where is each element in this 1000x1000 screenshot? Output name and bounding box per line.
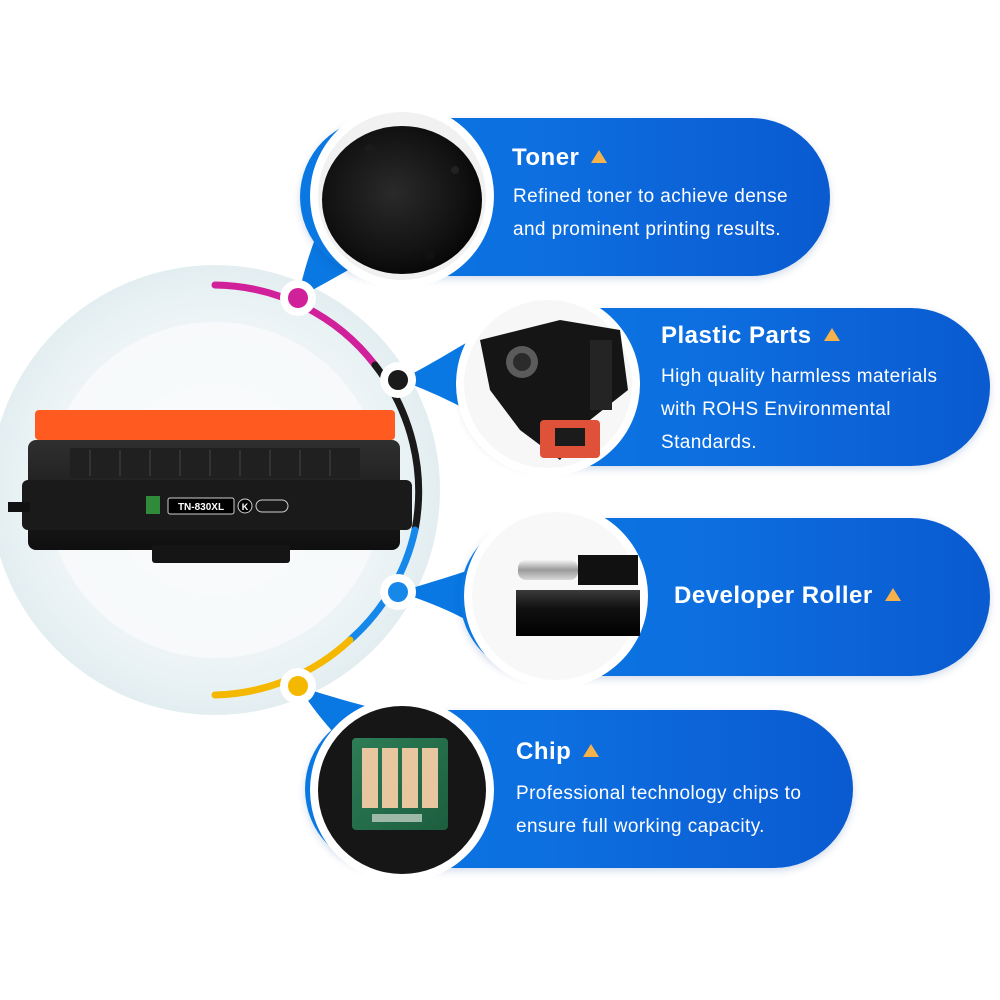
feature-card-chip: Chip Professional technology chips to en… bbox=[305, 710, 853, 868]
feature-card-developer-roller: Developer Roller bbox=[460, 518, 990, 676]
inner-halo-circle bbox=[47, 322, 383, 658]
feature-desc-line: Refined toner to achieve dense bbox=[513, 186, 789, 207]
triangle-icon bbox=[591, 150, 608, 164]
feature-title-chip: Chip bbox=[516, 738, 600, 766]
feature-desc-line: with ROHS Environmental bbox=[661, 399, 891, 420]
feature-desc-line: Professional technology chips to bbox=[516, 783, 802, 804]
triangle-icon bbox=[583, 744, 600, 758]
triangle-icon bbox=[884, 588, 901, 602]
feature-desc-line: and prominent printing results. bbox=[513, 219, 781, 240]
feature-desc-line: ensure full working capacity. bbox=[516, 816, 765, 837]
feature-desc-toner: Refined toner to achieve dense and promi… bbox=[513, 180, 788, 246]
feature-card-toner: Toner Refined toner to achieve dense and… bbox=[300, 118, 830, 276]
feature-title-toner-text: Toner bbox=[512, 144, 580, 171]
feature-title-plastic-text: Plastic Parts bbox=[661, 322, 812, 349]
feature-desc-plastic-parts: High quality harmless materials with ROH… bbox=[661, 360, 937, 459]
feature-title-toner: Toner bbox=[512, 144, 608, 172]
feature-card-plastic-parts: Plastic Parts High quality harmless mate… bbox=[460, 308, 990, 466]
triangle-icon bbox=[823, 328, 840, 342]
feature-desc-line: High quality harmless materials bbox=[661, 366, 938, 387]
feature-desc-chip: Professional technology chips to ensure … bbox=[516, 777, 801, 843]
feature-desc-line: Standards. bbox=[661, 432, 757, 453]
feature-title-chip-text: Chip bbox=[516, 738, 572, 765]
feature-title-roller-text: Developer Roller bbox=[674, 582, 873, 609]
feature-title-plastic-parts: Plastic Parts bbox=[661, 322, 840, 350]
feature-title-developer-roller: Developer Roller bbox=[674, 582, 901, 610]
